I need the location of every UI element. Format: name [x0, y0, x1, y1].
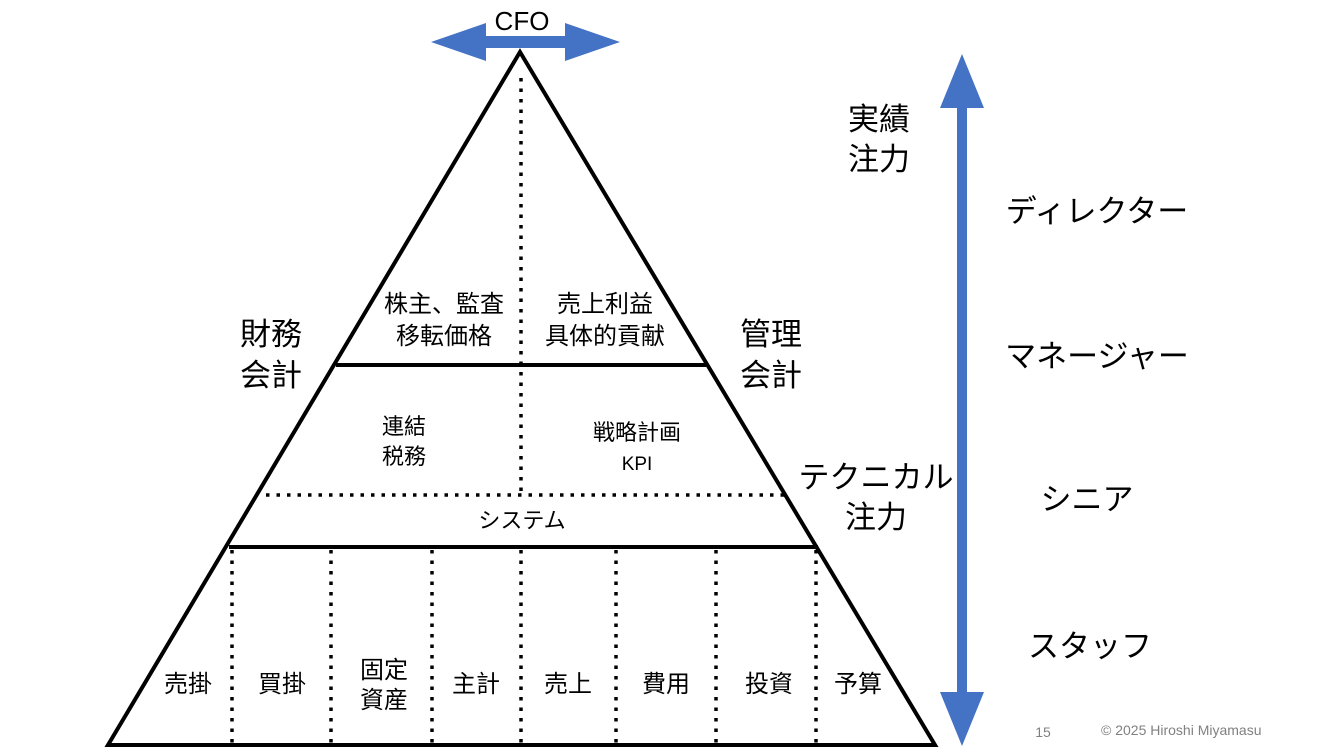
- diagram-text: 売上利益: [557, 291, 653, 318]
- bottom-cell: 売上: [544, 671, 592, 698]
- bottom-cell: 主計: [452, 671, 500, 698]
- bottom-cell: 買掛: [258, 671, 306, 698]
- results-focus-label: 実績 注力: [848, 102, 910, 177]
- bottom-cell: 投資: [745, 671, 793, 698]
- copyright: © 2025 Hiroshi Miyamasu: [1101, 722, 1262, 738]
- bottom-cell: 売掛: [164, 671, 212, 698]
- level-manager: マネージャー: [1005, 339, 1189, 374]
- diagram-text: 戦略計画: [593, 420, 681, 445]
- top-tier-right: 売上利益 具体的貢献: [545, 291, 665, 350]
- cfo-double-arrow: [431, 23, 620, 61]
- mid-tier-left: 連結 税務: [382, 414, 426, 469]
- diagram-text: 管理: [740, 317, 802, 352]
- mid-tier-right: 戦略計画 KPI: [593, 420, 681, 475]
- level-director: ディレクター: [1006, 194, 1189, 229]
- top-tier-left: 株主、監査 移転価格: [384, 291, 504, 350]
- bottom-cell: 費用: [642, 671, 690, 698]
- diagram-text: 財務: [240, 317, 302, 352]
- diagram-text: 会計: [740, 358, 802, 393]
- diagram-text: 注力: [845, 500, 907, 535]
- diagram-text: テクニカル: [799, 460, 954, 495]
- bottom-dividers: [230, 550, 818, 745]
- system-label: システム: [478, 508, 565, 533]
- diagram-text: 実績: [848, 102, 910, 137]
- diagram-text: 会計: [240, 358, 302, 393]
- diagram-text: KPI: [622, 454, 653, 475]
- bottom-cell: 予算: [834, 671, 882, 698]
- management-accounting-label: 管理 会計: [740, 317, 802, 393]
- diagram-text: 注力: [848, 142, 910, 177]
- pyramid-outline: [104, 48, 939, 747]
- financial-accounting-label: 財務 会計: [240, 317, 302, 393]
- cfo-label: CFO: [495, 6, 550, 36]
- level-staff: スタッフ: [1028, 629, 1152, 664]
- diagram-text: 具体的貢献: [545, 323, 665, 350]
- diagram-text: 株主、監査: [384, 291, 504, 318]
- diagram-text: 連結: [382, 414, 426, 439]
- bottom-cell: 資産: [360, 687, 408, 714]
- bottom-tier-labels: 売掛 買掛 固定 資産 主計 売上 費用 投資 予算: [164, 657, 882, 714]
- diagram-text: 税務: [382, 444, 426, 469]
- career-levels: ディレクター マネージャー シニア スタッフ: [1005, 194, 1189, 664]
- bottom-cell: 固定: [360, 657, 408, 684]
- diagram-text: 移転価格: [396, 323, 492, 350]
- page-number: 15: [1035, 724, 1051, 740]
- level-senior: シニア: [1041, 482, 1134, 517]
- vertical-double-arrow: [940, 54, 984, 746]
- technical-focus-label: テクニカル 注力: [799, 460, 954, 535]
